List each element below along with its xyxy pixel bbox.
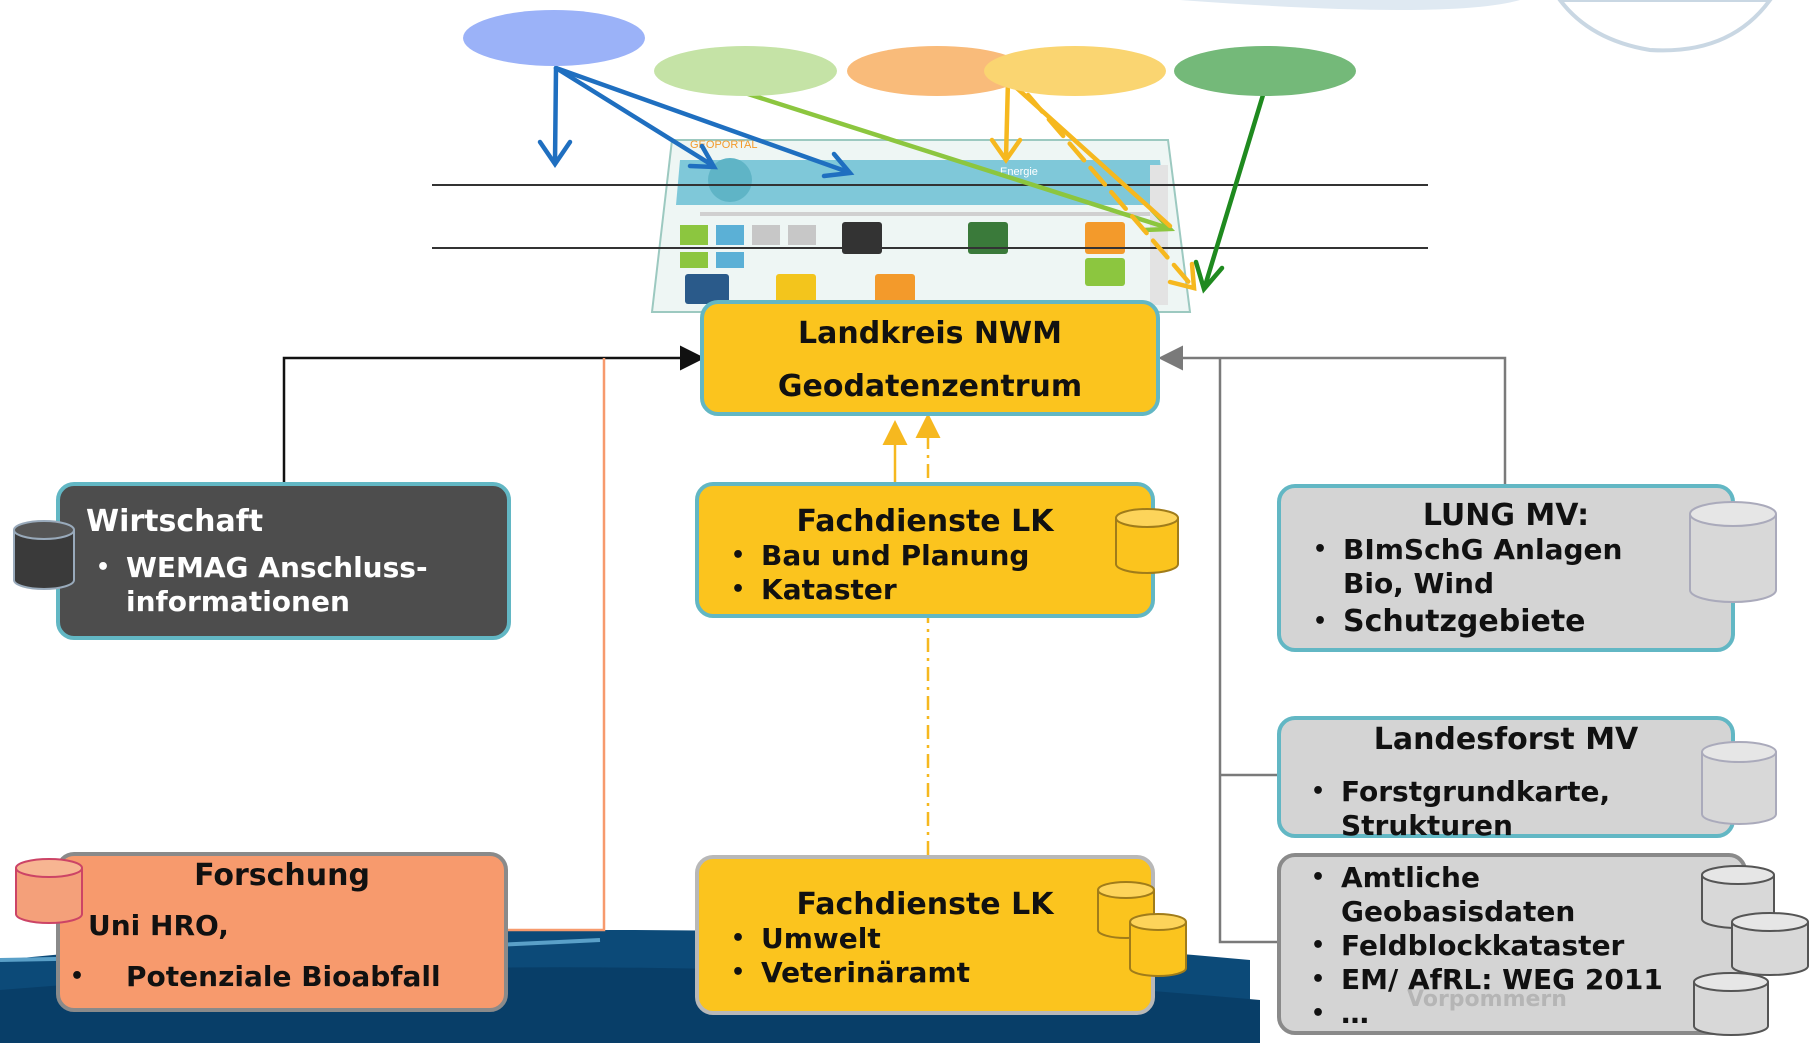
forschung-database-icon [15,858,83,924]
fachdienste2-title: Fachdienste LK [796,887,1054,922]
portal-tab: Energie [1000,166,1038,178]
landesforst-item: Forstgrundkarte, Strukturen [1301,775,1641,843]
lung-item-schutzgebiete: Schutzgebiete [1303,605,1641,640]
green-light-arrow [742,90,1171,231]
fachdienste2-item-veterinaer: Veterinäramt [721,956,1151,990]
yellow-arrow-1 [1003,77,1011,161]
center-line1: Landkreis NWM [798,316,1062,351]
fachdienste1-database-icon [1115,508,1179,574]
portal-header: GEOPORTAL [690,139,757,151]
blue-arrow-2 [553,65,715,168]
yellow-arrow-3 [1025,92,1195,289]
center-box: Landkreis NWM Geodatenzentrum [700,300,1160,416]
blue-arrow-1 [552,65,559,165]
forschung-connector [508,358,606,932]
amtlich-item-more: … [1301,997,1633,1031]
green-dark-arrow [1202,92,1266,289]
amtlich-item-weg: EM/ AfRL: WEG 2011 [1301,963,1693,997]
landesforst-box: Landesforst MV Forstgrundkarte, Struktur… [1277,716,1735,842]
fachdienste2-database-icon-2 [1129,913,1187,977]
stakeholder-ellipse-lightgreen [654,46,837,96]
amtlich-item-feldblock: Feldblockkataster [1301,929,1633,963]
landesforst-title: Landesforst MV [1373,722,1639,757]
forschung-title: Forschung [194,858,370,893]
center-line2: Geodatenzentrum [777,369,1083,404]
forschung-box: Forschung Uni HRO, Potenziale Bioabfall [56,852,508,1012]
stakeholder-ellipse-blue [463,10,645,66]
amtlich-database-icon-2 [1731,912,1809,976]
amtlich-box: Amtliche Geobasisdaten Feldblockkataster… [1277,853,1747,1035]
forschung-subtitle: Uni HRO, [88,909,229,942]
watermark-text: Vorpommern [1407,987,1567,1012]
wirtschaft-box: Wirtschaft WEMAG Anschluss-informationen [56,482,511,640]
lung-item-bimschg: BImSchG Anlagen Bio, Wind [1303,533,1641,601]
lung-title: LUNG MV: [1422,498,1590,533]
amtlich-database-icon-3 [1693,972,1769,1036]
lung-connector [1158,345,1507,484]
fachdienste1-box: Fachdienste LK Bau und Planung Kataster [695,482,1155,618]
blue-arrow-3 [553,65,851,175]
wirtschaft-item: WEMAG Anschluss-informationen [86,551,507,619]
wirtschaft-title: Wirtschaft [86,504,264,539]
fachdienste2-box: Fachdienste LK Umwelt Veterinäramt [695,855,1155,1015]
lung-box: LUNG MV: BImSchG Anlagen Bio, Wind Schut… [1277,484,1735,652]
wirtschaft-connector [282,345,705,484]
fachdienste1-item-bau: Bau und Planung [721,539,1151,573]
stakeholder-ellipse-yellow [984,46,1166,96]
amtlich-item-geobasis: Amtliche Geobasisdaten [1301,861,1633,929]
fachdienste1-title: Fachdienste LK [796,504,1054,539]
fachdienste1-item-kataster: Kataster [721,573,1151,607]
amtlich-connector [1218,358,1282,944]
forschung-item: Potenziale Bioabfall [60,960,504,994]
stakeholder-ellipse-darkgreen [1174,46,1356,96]
landesforst-database-icon [1701,741,1777,825]
wirtschaft-database-icon [13,520,75,590]
lung-database-icon [1689,501,1777,603]
fachdienste2-item-umwelt: Umwelt [721,922,1151,956]
